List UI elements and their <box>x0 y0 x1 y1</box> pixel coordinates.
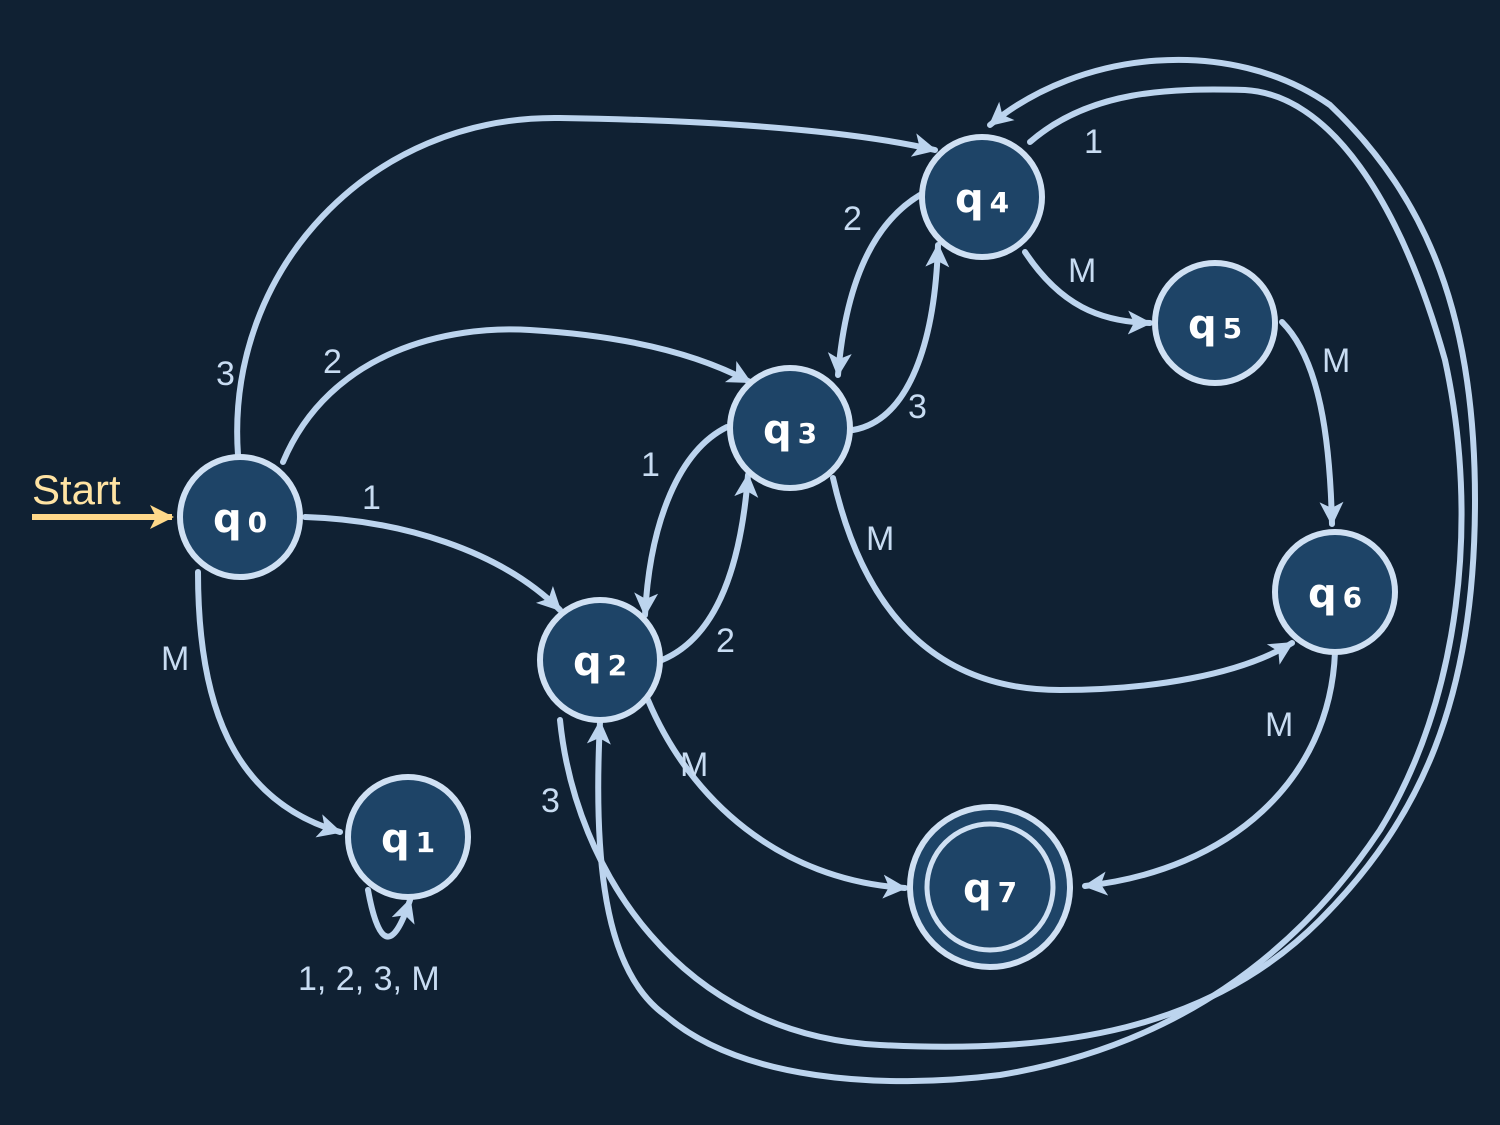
state-circle-outer <box>907 804 1073 970</box>
label-q3-q2: 1 <box>641 446 660 484</box>
edge-q6-q7 <box>1082 649 1338 896</box>
edge-q5-q6 <box>1279 319 1344 527</box>
state-circle <box>919 134 1045 260</box>
label-q2-q4: 3 <box>541 782 560 820</box>
state-circle <box>1152 260 1278 386</box>
label-q4-q3: 2 <box>843 200 862 238</box>
edge-q3-q4 <box>850 242 950 433</box>
label-q4-q5: M <box>1068 252 1096 290</box>
label-q4-q2: 1 <box>1084 123 1103 161</box>
edge-q2-q7 <box>645 697 908 899</box>
label-q3-q4: 3 <box>908 388 927 426</box>
state-circle <box>345 774 471 900</box>
transition-labels: 3 2 1 M 1, 2, 3, M 1 2 3 M 2 3 M 1 M M M <box>161 123 1350 998</box>
label-q2-q3: 2 <box>716 622 735 660</box>
label-q2-q7: M <box>680 746 708 784</box>
edge-q4-q2 <box>586 86 1465 1085</box>
state-circle <box>177 454 303 580</box>
edge-q3-q6 <box>830 475 1295 694</box>
label-q6-q7: M <box>1265 706 1293 744</box>
label-q5-q6: M <box>1322 342 1350 380</box>
label-q0-q3: 2 <box>323 343 342 381</box>
edge-q2-q4 <box>557 56 1479 1050</box>
edge-q3-q2 <box>634 424 730 618</box>
state-circle-inner <box>924 821 1056 953</box>
edge-q0-q2 <box>302 514 563 613</box>
edge-q4-q5 <box>1022 249 1153 335</box>
label-q0-q4: 3 <box>216 355 235 393</box>
edge-q4-q3 <box>827 192 923 378</box>
edge-q2-q3 <box>659 472 759 663</box>
state-circle <box>537 597 663 723</box>
start-label: Start <box>32 466 121 513</box>
edge-q1-q1 <box>365 887 415 940</box>
edge-q0-q3 <box>280 326 753 465</box>
label-q0-q2: 1 <box>362 479 381 517</box>
label-q1-q1: 1, 2, 3, M <box>298 960 440 998</box>
label-q0-q1: M <box>161 640 189 678</box>
transitions <box>195 56 1479 1085</box>
state-circle <box>1272 529 1398 655</box>
edge-q0-q4 <box>234 114 938 458</box>
label-q3-q6: M <box>866 520 894 558</box>
state-circle <box>727 365 853 491</box>
edge-q0-q1 <box>195 569 343 838</box>
